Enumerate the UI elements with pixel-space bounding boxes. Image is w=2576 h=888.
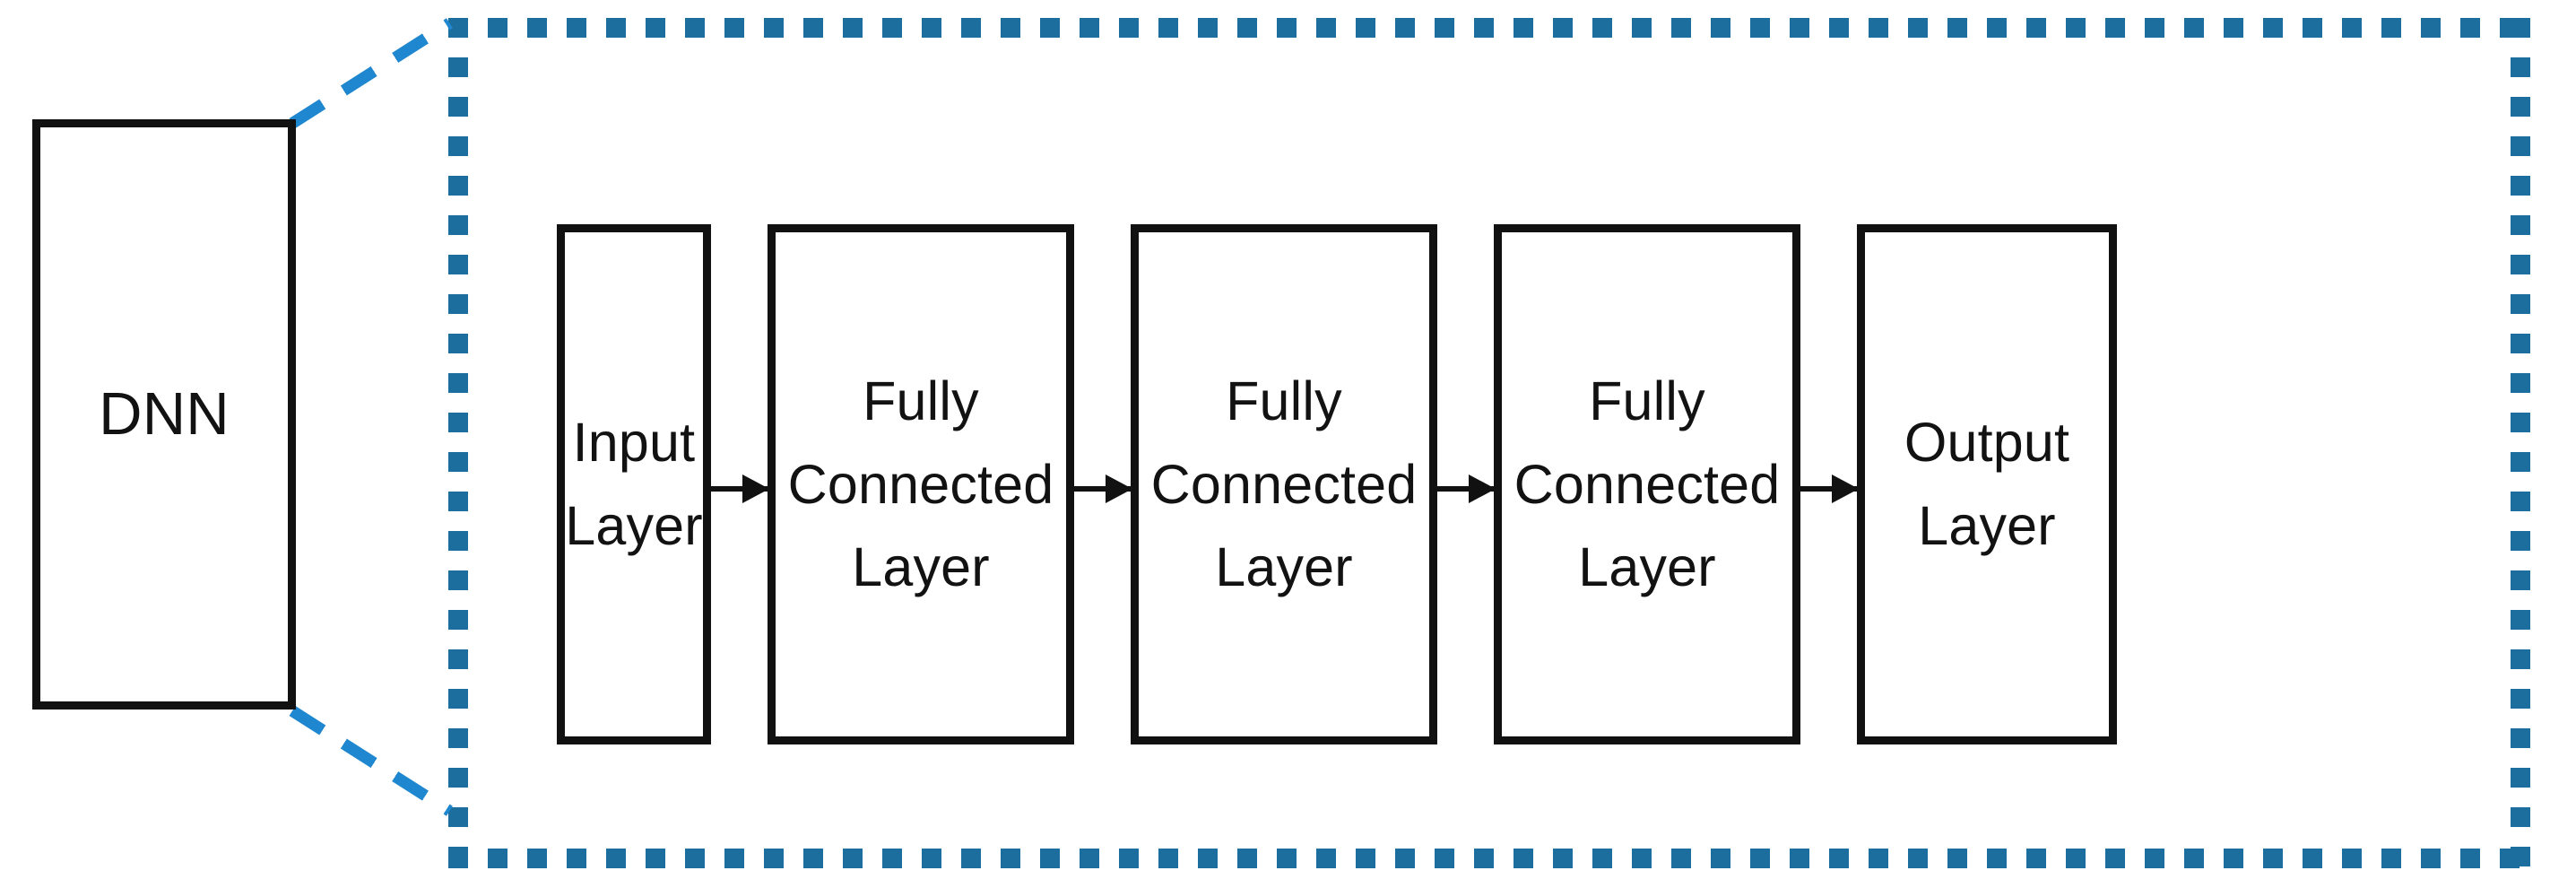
fully-connected-layer-2-label: Fully Connected Layer: [1150, 370, 1418, 598]
callout-dotted-rectangle: [448, 18, 2530, 868]
fully-connected-layer-1[interactable]: Fully Connected Layer: [768, 224, 1074, 744]
callout-edge-left: [448, 18, 468, 868]
output-layer[interactable]: Output Layer: [1857, 224, 2117, 744]
input-layer[interactable]: Input Layer: [557, 224, 711, 744]
callout-edge-bottom: [448, 849, 2530, 868]
leader-line-bottom: [289, 706, 453, 816]
fully-connected-layer-2[interactable]: Fully Connected Layer: [1131, 224, 1437, 744]
arrow-fc2-to-fc3: [1437, 486, 1494, 492]
dnn-box[interactable]: DNN: [32, 119, 296, 710]
arrow-input-to-fc1: [711, 486, 768, 492]
callout-edge-top: [448, 18, 2530, 38]
dnn-box-label: DNN: [99, 380, 230, 448]
input-layer-label: Input Layer: [565, 412, 703, 556]
callout-edge-right: [2511, 18, 2530, 868]
arrow-fc1-to-fc2: [1074, 486, 1131, 492]
fully-connected-layer-1-label: Fully Connected Layer: [787, 370, 1054, 598]
leader-line-top: [289, 18, 453, 128]
fully-connected-layer-3-label: Fully Connected Layer: [1514, 370, 1781, 598]
arrow-fc3-to-output: [1800, 486, 1857, 492]
output-layer-label: Output Layer: [1904, 412, 2070, 556]
fully-connected-layer-3[interactable]: Fully Connected Layer: [1494, 224, 1800, 744]
